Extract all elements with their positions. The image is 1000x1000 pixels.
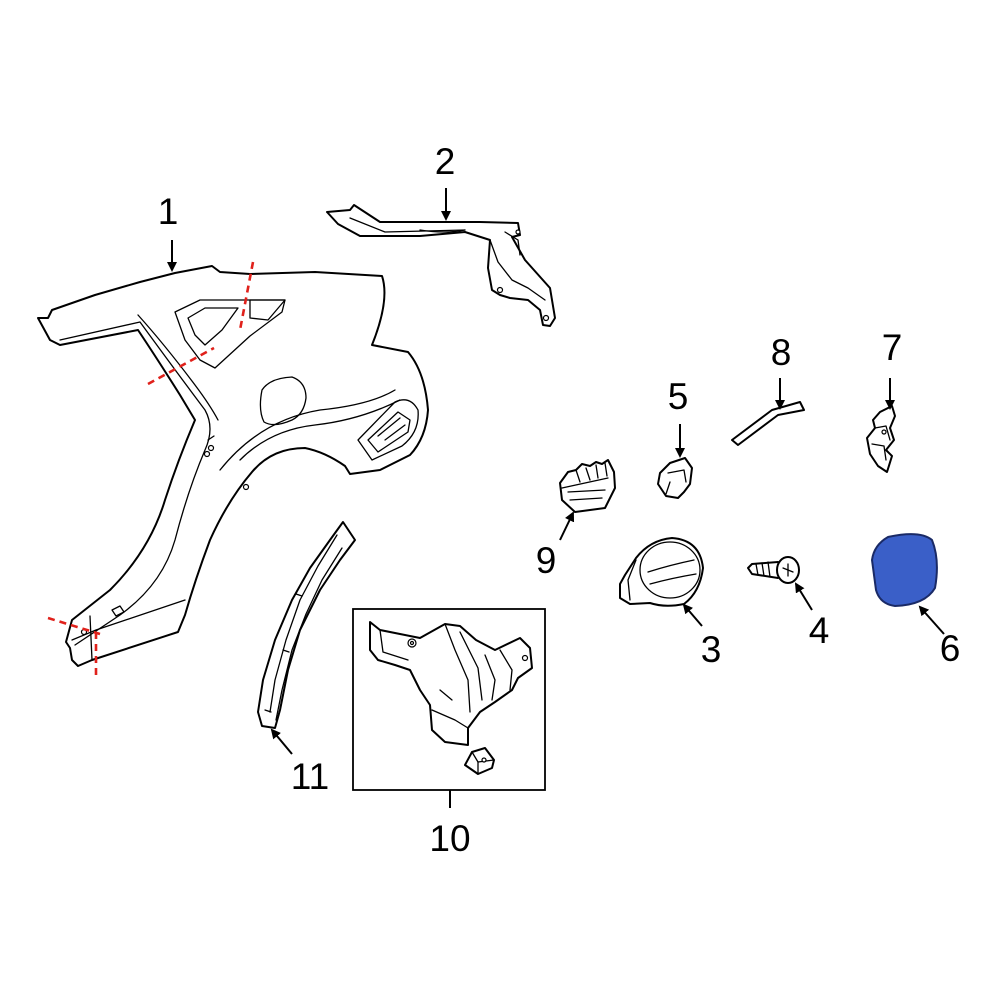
leader-arrow-3 xyxy=(682,603,703,627)
callout-3: 3 xyxy=(701,629,722,670)
housing-clip-part[interactable] xyxy=(559,459,616,513)
cut-line xyxy=(147,346,215,386)
fuel-door-part[interactable] xyxy=(871,533,938,607)
leader-arrow-4 xyxy=(794,582,813,611)
quarter-panel-part[interactable] xyxy=(37,265,429,667)
support-rod-part[interactable] xyxy=(731,401,805,446)
small-bracket-part[interactable] xyxy=(657,457,693,499)
leader-arrow-6 xyxy=(918,605,945,635)
leader-lines xyxy=(167,188,945,808)
callout-6: 6 xyxy=(940,628,961,669)
callout-9: 9 xyxy=(536,540,557,581)
cut-line xyxy=(47,616,101,636)
callout-8: 8 xyxy=(771,332,792,373)
mounting-bracket-part[interactable] xyxy=(866,405,896,473)
upper-reinforcement-part[interactable] xyxy=(326,204,556,327)
callout-11: 11 xyxy=(291,756,329,797)
callout-10: 10 xyxy=(429,818,470,859)
leader-arrow-9 xyxy=(559,511,575,541)
leader-arrow-11 xyxy=(270,728,293,755)
pillar-trim-part[interactable] xyxy=(257,521,356,729)
inner-bracket-part[interactable] xyxy=(369,621,533,775)
callout-1: 1 xyxy=(158,191,179,232)
screw-part[interactable] xyxy=(747,556,800,584)
callout-4: 4 xyxy=(809,610,830,651)
callout-7: 7 xyxy=(882,327,903,368)
callout-2: 2 xyxy=(435,141,456,182)
fuel-door-housing-part[interactable] xyxy=(619,537,704,607)
callout-5: 5 xyxy=(668,376,689,417)
